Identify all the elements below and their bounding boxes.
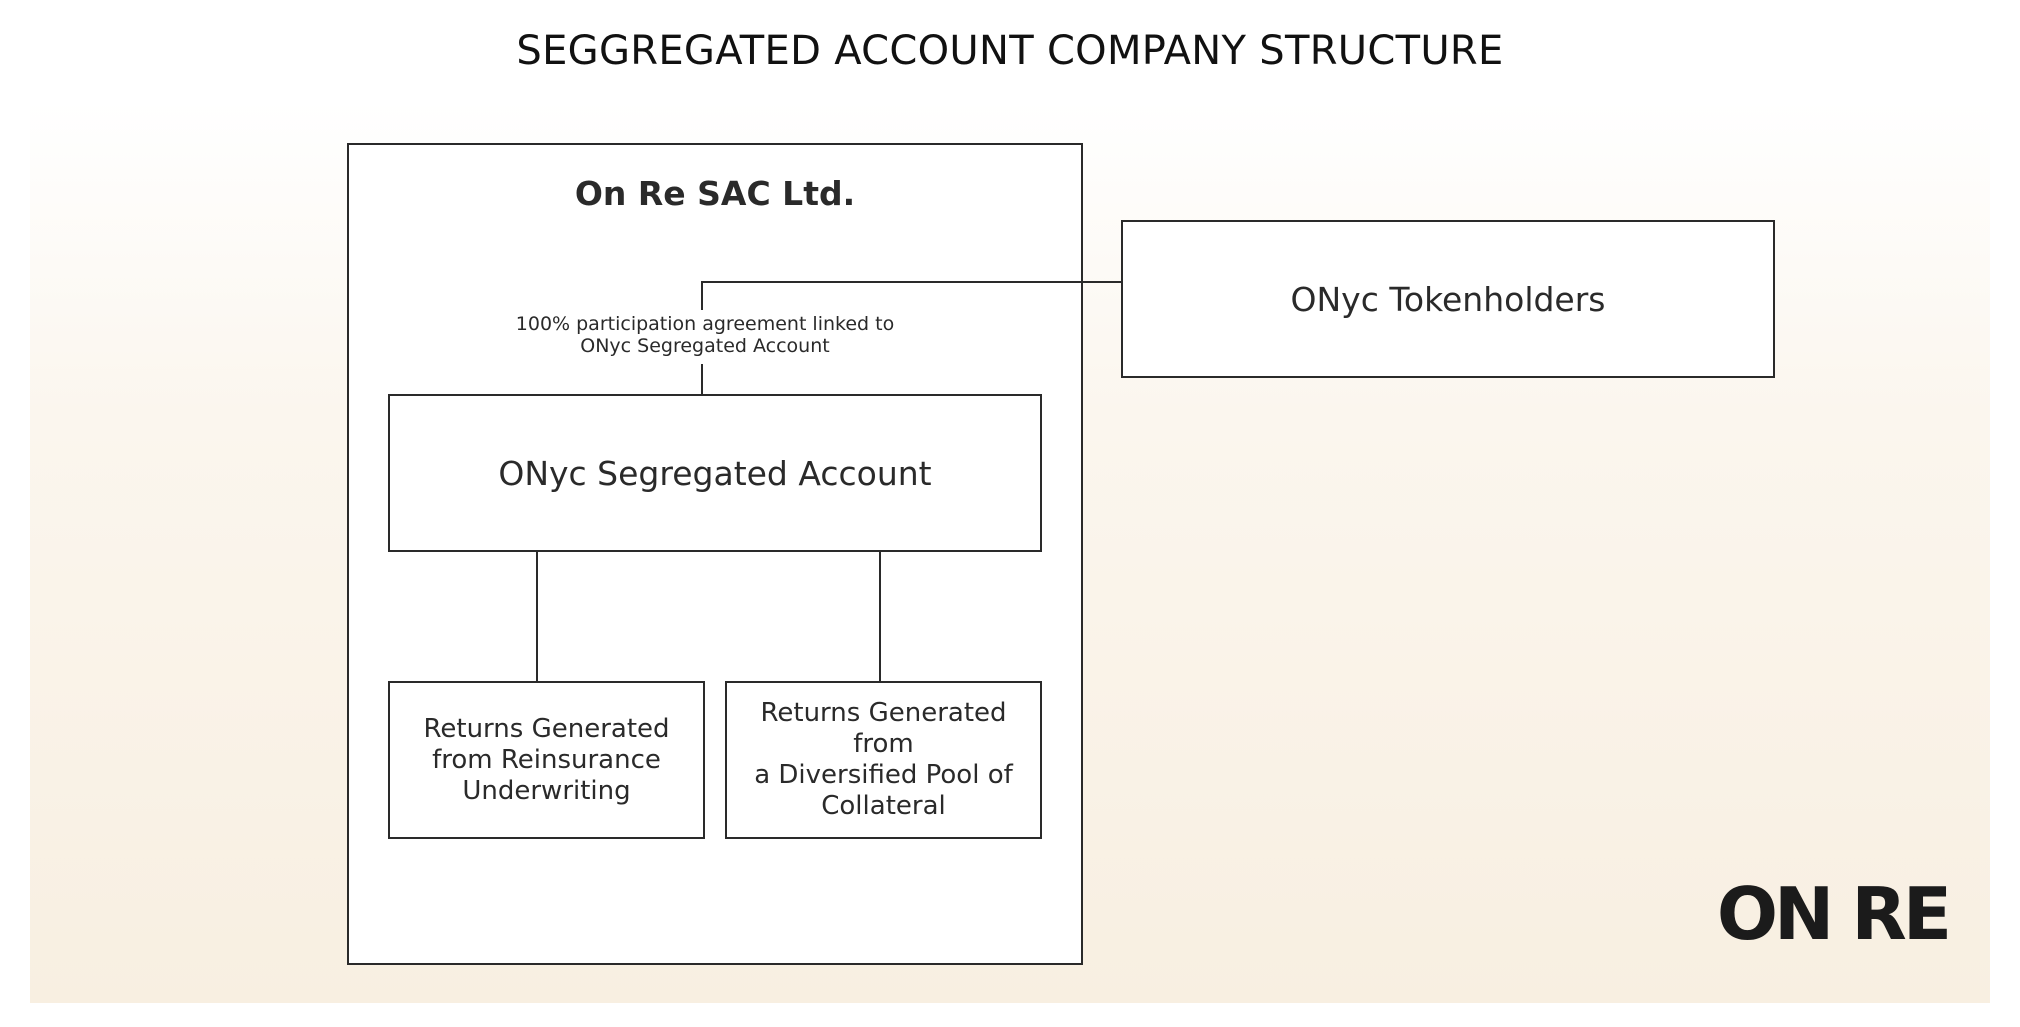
returns-reinsurance-label: Returns Generated from Reinsurance Under… xyxy=(423,713,670,806)
connector-returns-right xyxy=(879,551,881,682)
participation-agreement-label: 100% participation agreement linked to O… xyxy=(515,313,895,357)
connector-tokenholders-vertical-top xyxy=(701,281,703,310)
connector-tokenholders-horizontal xyxy=(701,281,1122,283)
segregated-account-box: ONyc Segregated Account xyxy=(388,394,1042,552)
returns-collateral-label: Returns Generated from a Diversified Poo… xyxy=(754,698,1013,821)
connector-returns-left xyxy=(536,551,538,682)
tokenholders-label: ONyc Tokenholders xyxy=(1290,279,1606,319)
returns-collateral-box: Returns Generated from a Diversified Poo… xyxy=(725,681,1042,839)
on-re-logo: ON RE xyxy=(1716,872,1952,956)
returns-reinsurance-box: Returns Generated from Reinsurance Under… xyxy=(388,681,705,839)
company-container-box xyxy=(347,143,1083,965)
company-name: On Re SAC Ltd. xyxy=(574,174,856,213)
diagram-title: SEGGREGATED ACCOUNT COMPANY STRUCTURE xyxy=(516,28,1504,74)
segregated-account-label: ONyc Segregated Account xyxy=(498,453,932,493)
connector-tokenholders-vertical-bottom xyxy=(701,364,703,395)
tokenholders-box: ONyc Tokenholders xyxy=(1121,220,1775,378)
